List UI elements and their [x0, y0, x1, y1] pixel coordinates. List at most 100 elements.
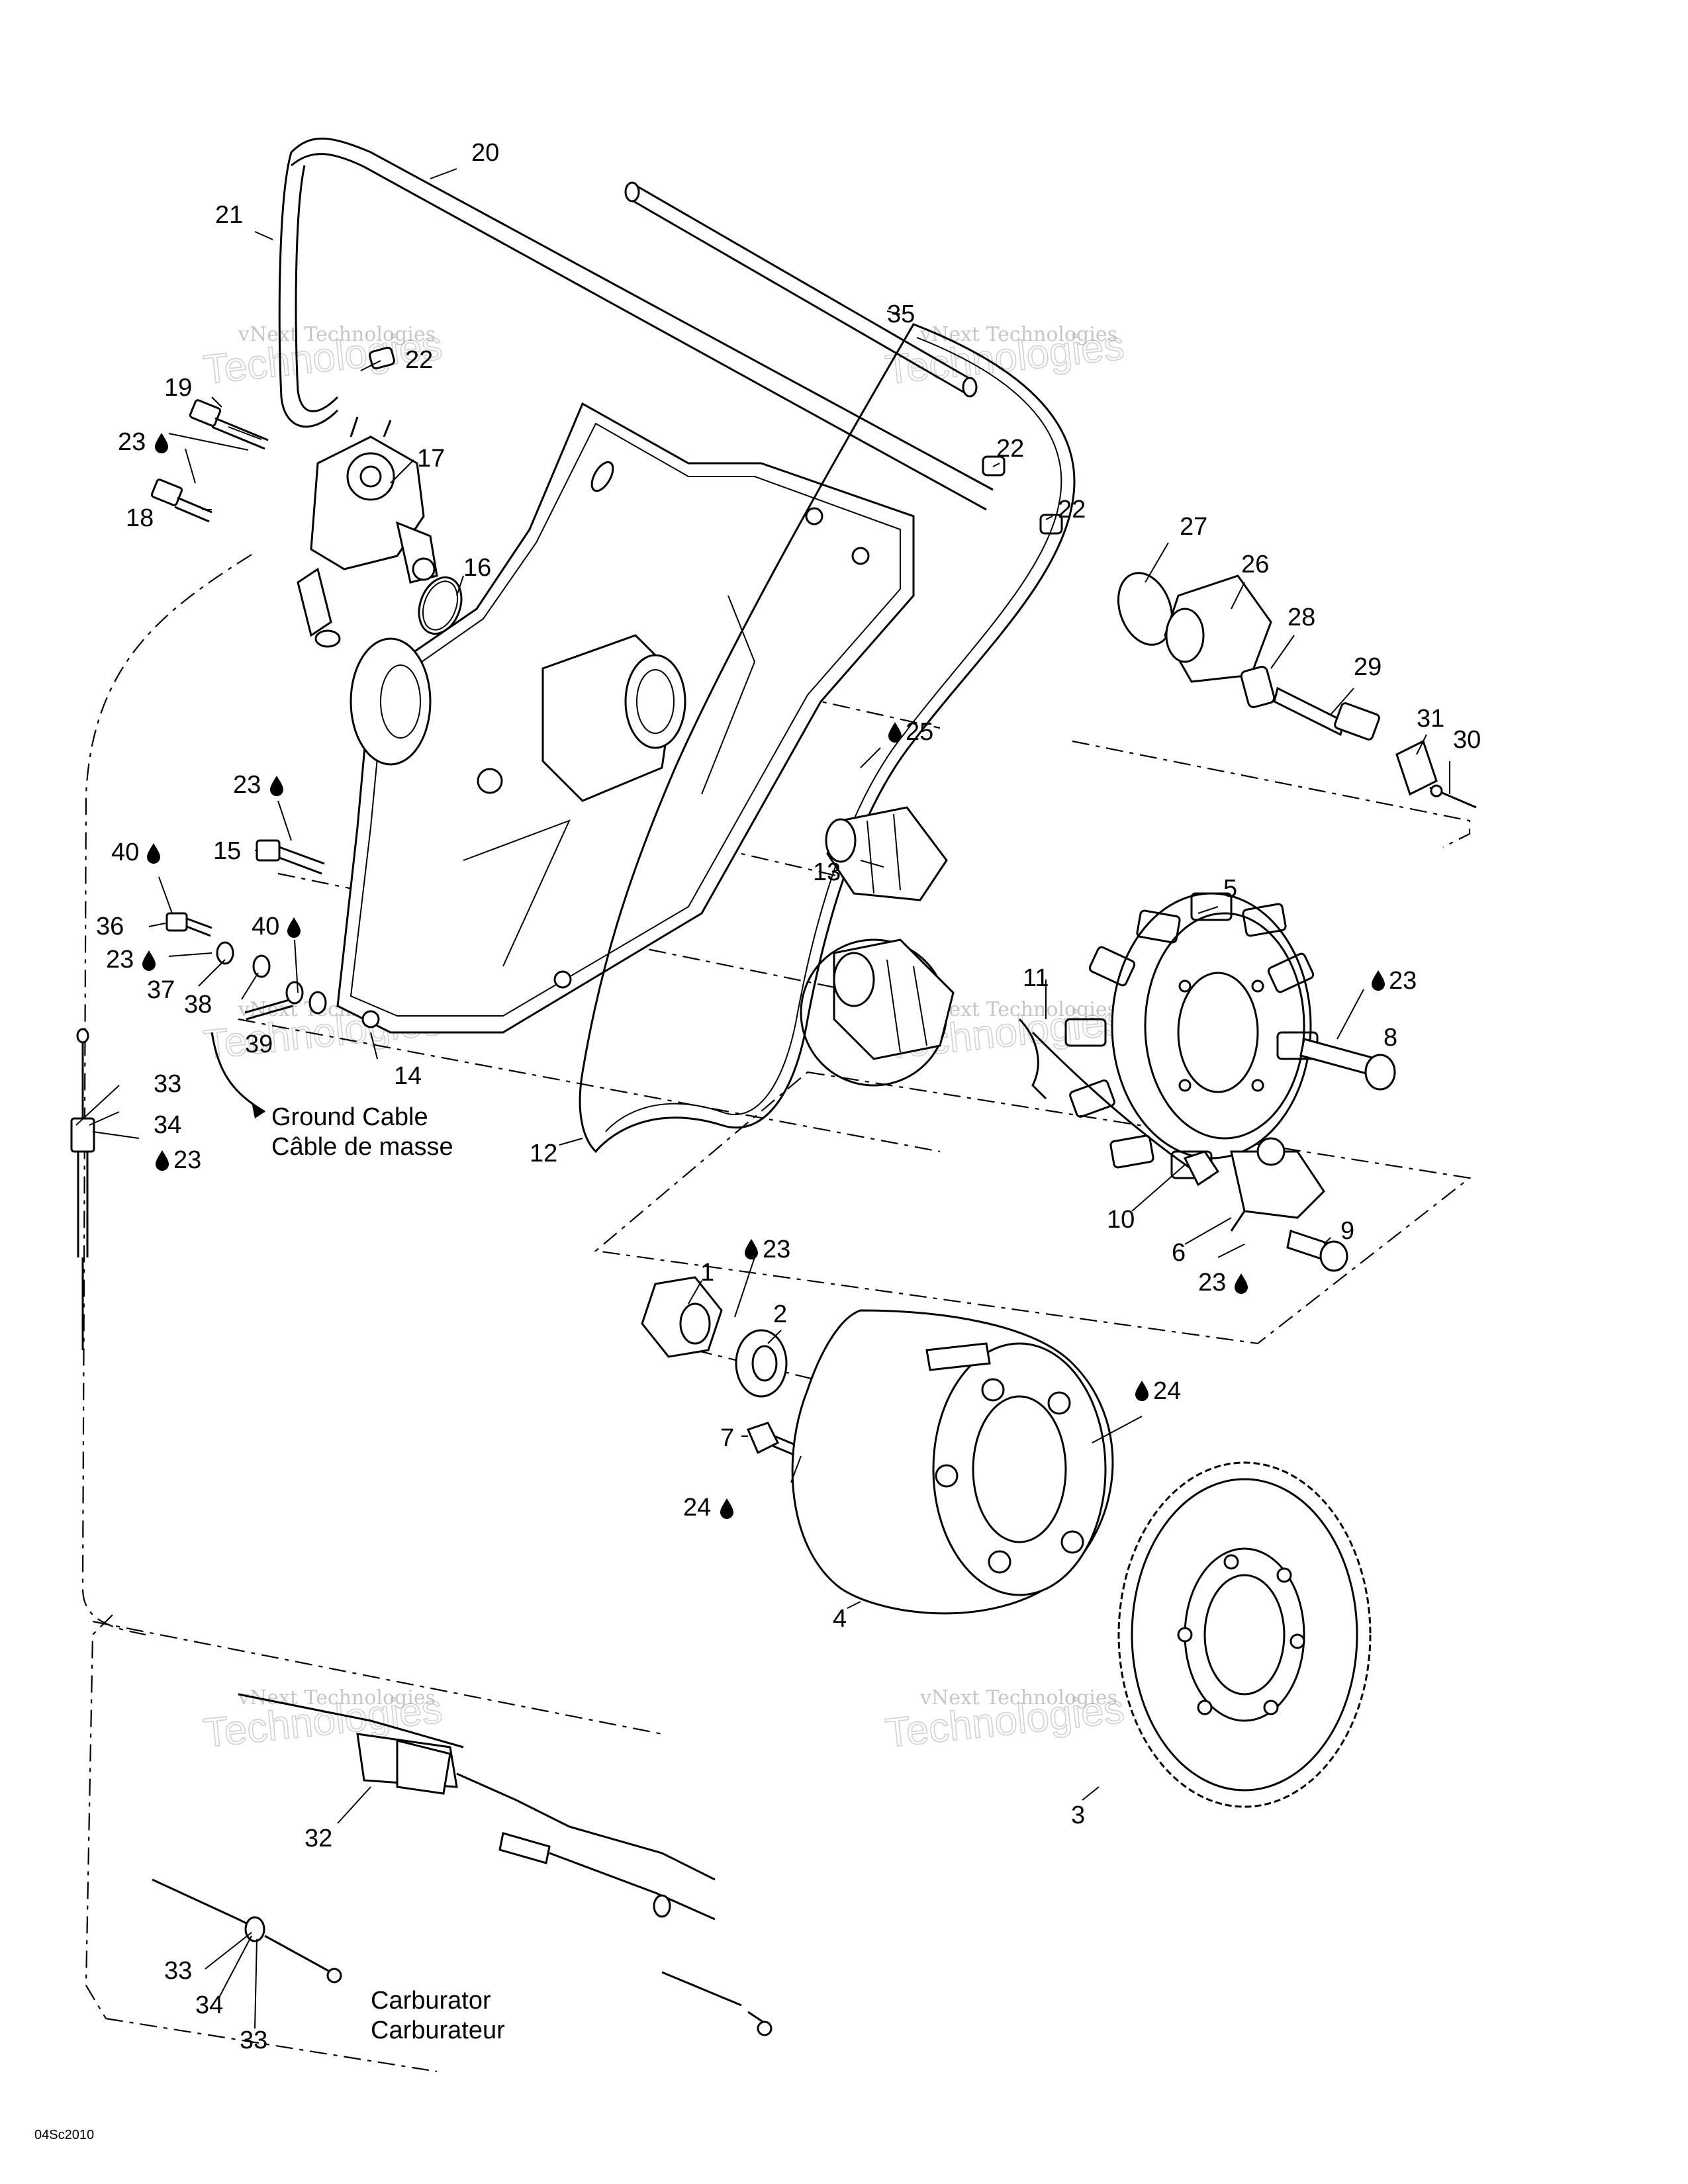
nut-10 — [1183, 1150, 1220, 1187]
oil-pump-17 — [297, 416, 438, 648]
callout-23-c: 23 — [106, 946, 156, 974]
callout-5: 5 — [1223, 875, 1237, 903]
o-ring-16 — [418, 576, 463, 635]
housing-cover-14 — [336, 402, 915, 1034]
ground-cable-caption: Ground Cable Câble de masse — [271, 1103, 453, 1161]
lubricant-drop-icon — [147, 843, 160, 864]
callout-38: 38 — [184, 991, 212, 1019]
stator-5 — [1031, 892, 1319, 1179]
callout-33-a: 33 — [154, 1070, 181, 1098]
callout-34-b: 34 — [195, 1991, 223, 2019]
bolt-18 — [150, 478, 212, 523]
flywheel-4 — [791, 1309, 1114, 1615]
bolt-19 — [189, 399, 269, 450]
callout-24-b: 24 — [683, 1494, 733, 1522]
callout-23-e: 23 — [156, 1146, 201, 1174]
lubricant-drop-icon — [142, 950, 156, 971]
caption-carb-fr: Carburateur — [371, 2017, 505, 2044]
caption-ground-en: Ground Cable — [271, 1103, 428, 1131]
svg-text:vNext Technologies: vNext Technologies — [238, 1686, 436, 1709]
callout-11: 11 — [1023, 964, 1049, 992]
sensor-6 — [1230, 1137, 1325, 1232]
hose-20 — [290, 137, 994, 511]
callout-labels: 20 21 35 22 19 23 17 18 22 22 16 27 26 2… — [96, 139, 1481, 2054]
callout-13: 13 — [813, 858, 841, 886]
carburator-caption: Carburator Carburateur — [371, 1987, 505, 2044]
lubricant-drop-icon — [1372, 970, 1385, 991]
lubricant-drop-icon — [270, 776, 283, 796]
washer-2 — [735, 1329, 788, 1398]
callout-23-b: 23 — [233, 771, 283, 799]
callout-7: 7 — [720, 1424, 734, 1452]
svg-text:40: 40 — [252, 913, 279, 940]
watermark-6: Technologies vNext Technologies — [882, 1686, 1127, 1757]
callout-28: 28 — [1288, 604, 1315, 631]
callout-27: 27 — [1180, 513, 1207, 541]
callout-22-b: 22 — [996, 435, 1024, 463]
callout-19: 19 — [164, 374, 192, 402]
callout-32: 32 — [305, 1825, 332, 1852]
callout-23-g: 23 — [745, 1236, 790, 1263]
lubricant-drop-icon — [155, 433, 168, 453]
callout-24-a: 24 — [1135, 1377, 1181, 1405]
cover-26 — [1164, 574, 1272, 683]
lubricant-drop-icon — [1235, 1273, 1248, 1294]
nut-1 — [641, 1276, 723, 1358]
callout-34-a: 34 — [154, 1111, 181, 1139]
callout-22-c: 22 — [1058, 496, 1086, 523]
lubricant-drop-icon — [720, 1498, 733, 1519]
detail-part — [833, 938, 955, 1060]
callout-2: 2 — [773, 1300, 787, 1328]
lubricant-drop-icon — [156, 1150, 169, 1171]
callout-40-a: 40 — [111, 839, 160, 866]
callout-40-b: 40 — [252, 913, 301, 940]
bolt-9 — [1286, 1230, 1348, 1272]
callout-23-f: 23 — [1198, 1269, 1248, 1297]
caption-carb-en: Carburator — [371, 1987, 491, 2015]
callout-25: 25 — [888, 718, 933, 746]
callout-20: 20 — [471, 139, 499, 167]
seal-28 — [1240, 666, 1276, 708]
callout-33-b: 33 — [164, 1957, 192, 1985]
svg-text:23: 23 — [1198, 1269, 1226, 1297]
ring-gear-3 — [1117, 1461, 1372, 1808]
bolt-36 — [165, 912, 212, 937]
lubricant-drop-icon — [888, 722, 902, 743]
stud-39 — [244, 981, 327, 1021]
svg-text:vNext Technologies: vNext Technologies — [919, 1686, 1117, 1709]
gasket-12 — [579, 323, 1076, 1154]
ring-27 — [1117, 572, 1174, 646]
lubricant-drop-icon — [1135, 1381, 1149, 1401]
washer-38 — [252, 954, 271, 978]
callout-33-c: 33 — [240, 2026, 267, 2054]
svg-text:24: 24 — [683, 1494, 711, 1522]
callout-9: 9 — [1340, 1217, 1354, 1245]
svg-text:24: 24 — [1153, 1377, 1181, 1405]
svg-text:23: 23 — [233, 771, 261, 799]
svg-text:23: 23 — [118, 428, 146, 456]
tube-35 — [624, 181, 978, 398]
svg-text:23: 23 — [106, 946, 134, 974]
callout-12: 12 — [530, 1140, 557, 1167]
callout-14: 14 — [394, 1062, 422, 1090]
bolt-8 — [1299, 1038, 1396, 1091]
svg-text:23: 23 — [1389, 967, 1417, 995]
callout-31: 31 — [1417, 705, 1444, 733]
callout-21: 21 — [215, 201, 243, 229]
wire-11 — [1018, 1018, 1047, 1100]
callout-22-a: 22 — [405, 346, 433, 374]
svg-text:vNext Technologies: vNext Technologies — [919, 323, 1117, 346]
figure-code: 04Sc2010 — [34, 2128, 94, 2142]
throttle-cable-left — [70, 1028, 95, 1350]
caption-ground-fr: Câble de masse — [271, 1133, 453, 1161]
callout-29: 29 — [1354, 653, 1382, 681]
callout-4: 4 — [833, 1605, 847, 1633]
callout-1: 1 — [700, 1259, 714, 1287]
svg-text:vNext Technologies: vNext Technologies — [919, 998, 1117, 1021]
cable-assembly-32 — [152, 1693, 773, 2036]
terminal-30 — [1429, 784, 1477, 809]
watermark-2: Technologies vNext Technologies — [882, 322, 1127, 394]
callout-16: 16 — [463, 554, 491, 582]
svg-text:40: 40 — [111, 839, 139, 866]
callout-18: 18 — [126, 504, 154, 532]
